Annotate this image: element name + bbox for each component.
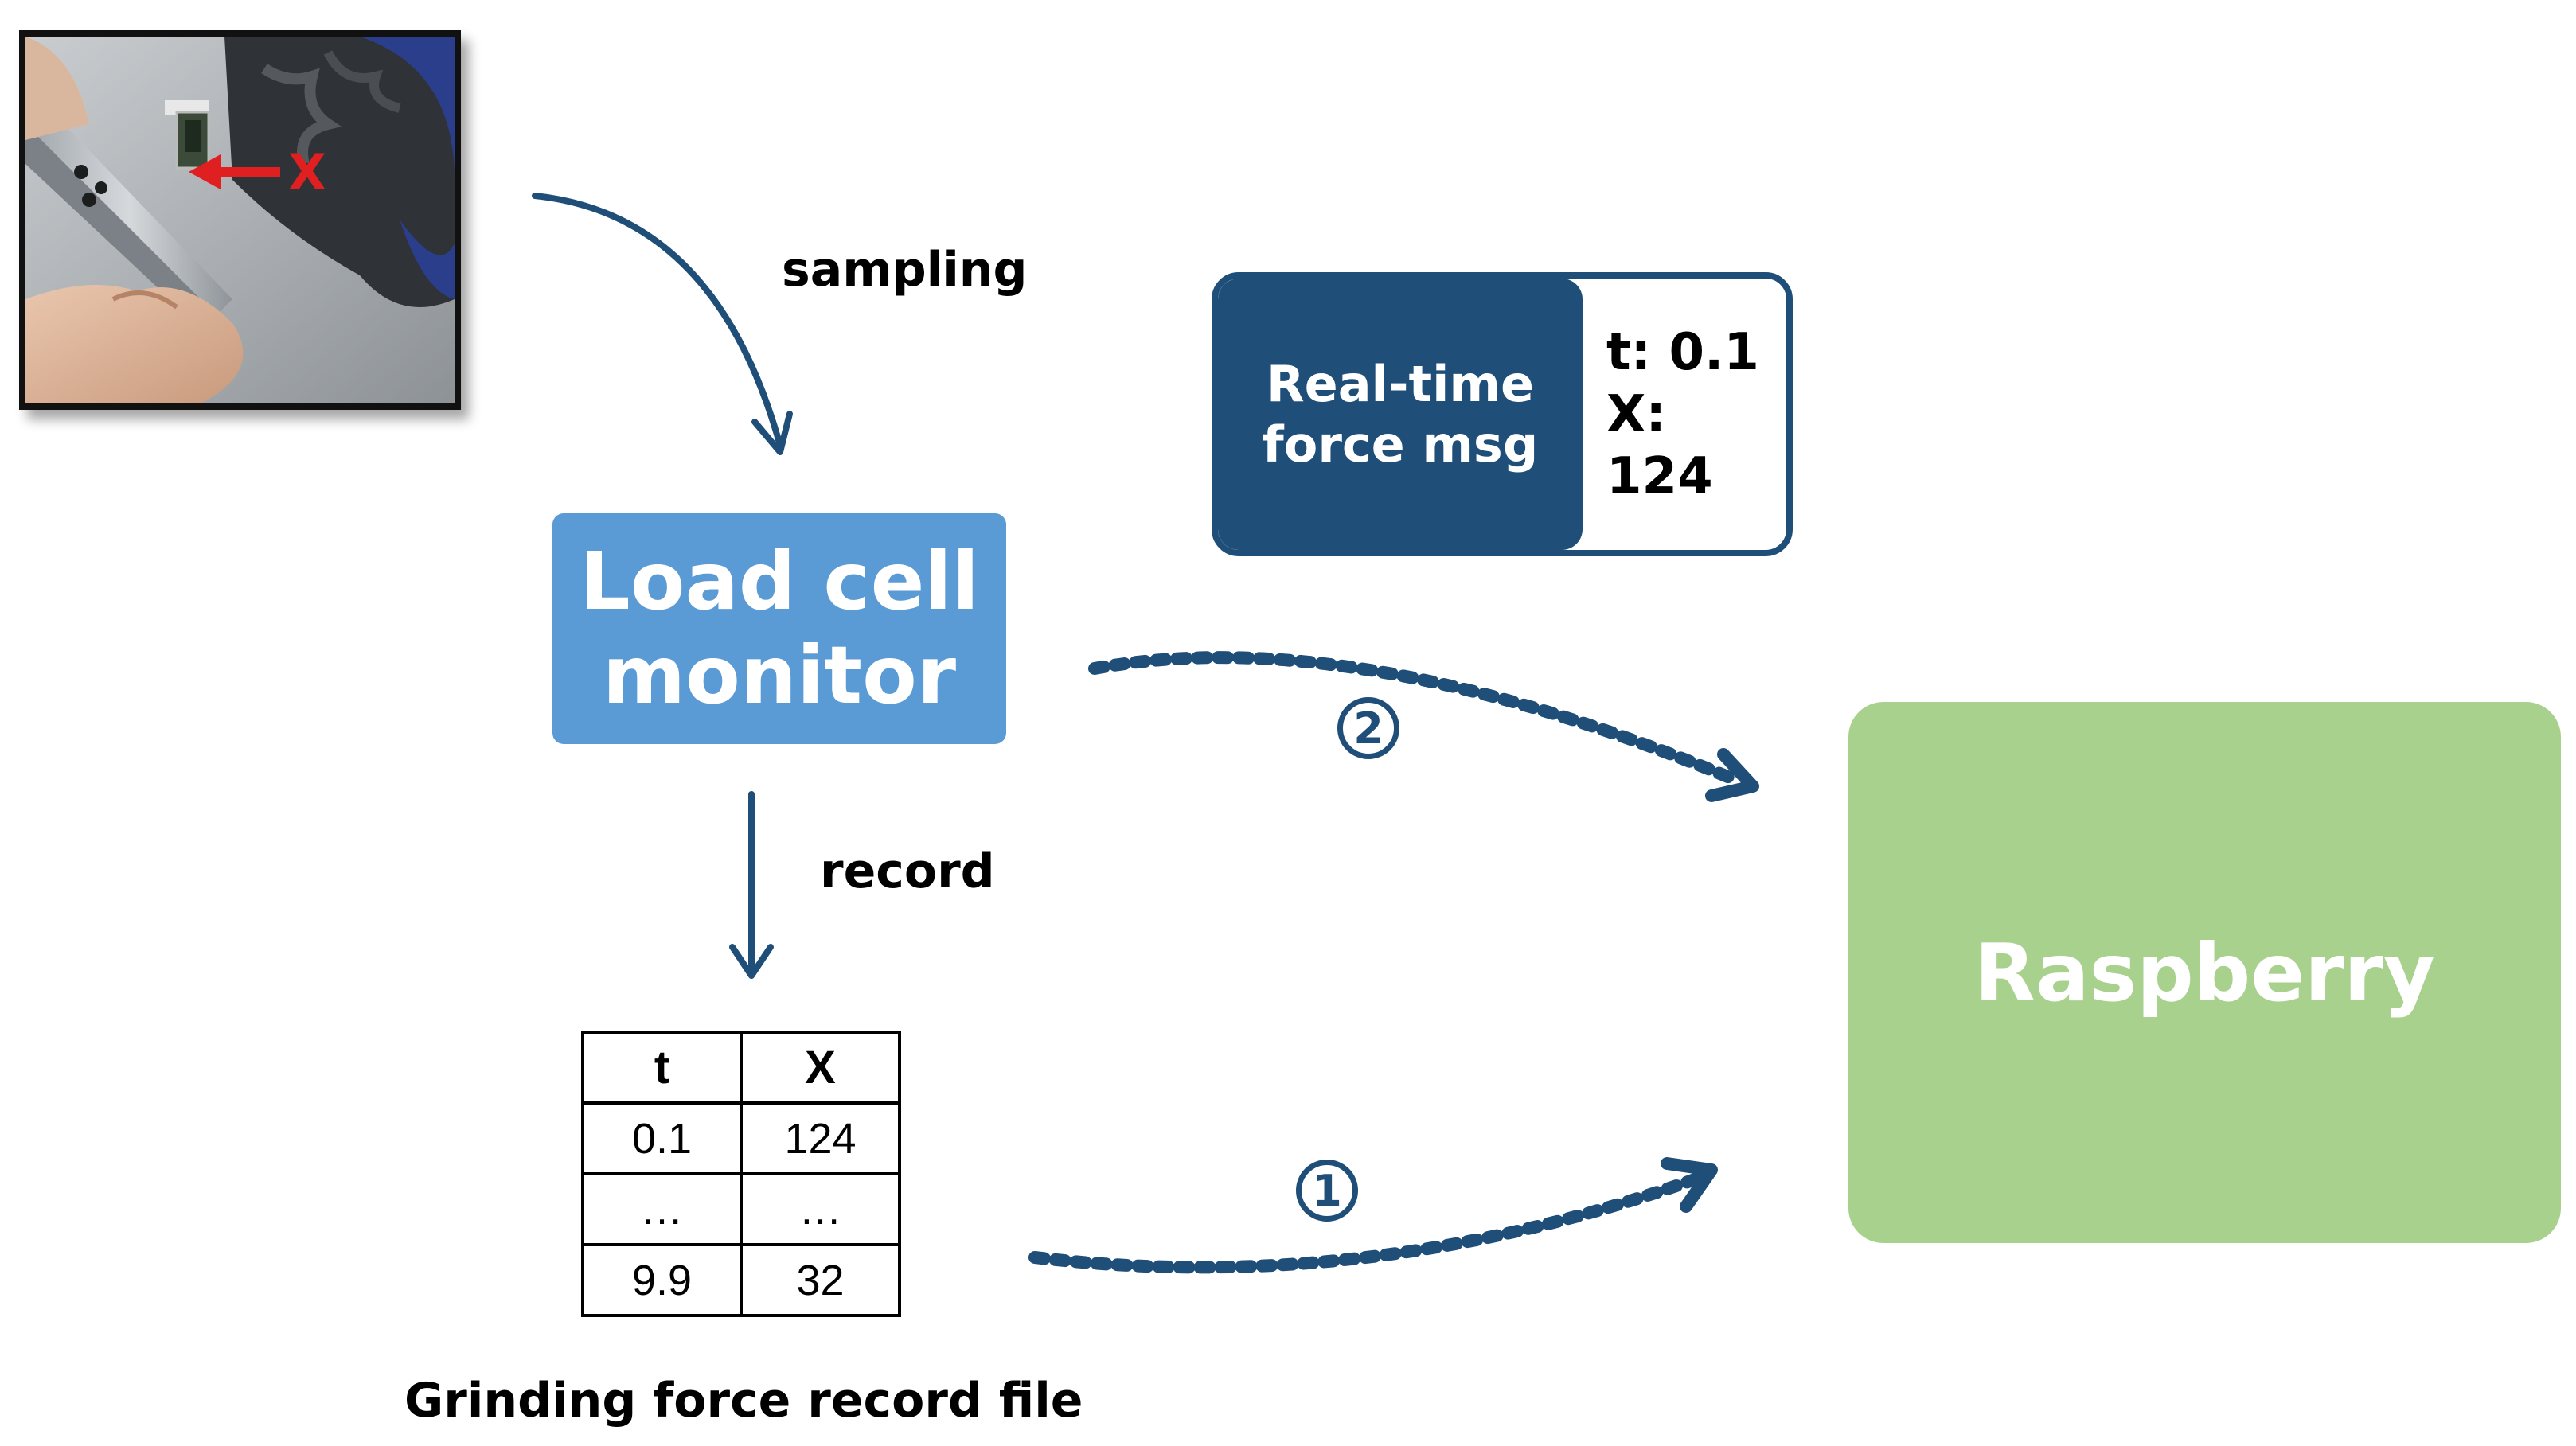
table-row: 0.1 124 <box>581 1101 901 1175</box>
load-cell-title-line1: Load cell <box>580 535 979 628</box>
record-file-caption: Grinding force record file <box>404 1373 1083 1428</box>
table-cell: … <box>740 1172 901 1246</box>
file-dotted-arrow <box>1028 1170 1710 1274</box>
sampling-arrowhead <box>751 411 793 455</box>
photo-marker: X <box>288 143 326 201</box>
sampling-label: sampling <box>782 242 1028 298</box>
message-header-line1: Real-time <box>1266 354 1535 413</box>
table-row: 9.9 32 <box>581 1243 901 1317</box>
realtime-arrowhead <box>1705 748 1759 802</box>
table-header-row: t X <box>581 1031 901 1105</box>
photo-illustration: X <box>25 37 455 403</box>
file-arrowhead <box>1661 1157 1718 1213</box>
table-cell: 32 <box>740 1243 901 1317</box>
sampling-arrow <box>532 193 783 449</box>
message-t-value: t: 0.1 <box>1606 322 1759 382</box>
message-header-line2: force msg <box>1262 415 1539 474</box>
record-label: record <box>820 844 995 899</box>
force-record-table: t X 0.1 124 … … 9.9 32 <box>581 1031 901 1317</box>
step-2-badge: 2 <box>1337 697 1399 759</box>
message-header: Real-time force msg <box>1218 279 1583 550</box>
message-values: t: 0.1 X: 124 <box>1606 279 1786 550</box>
load-cell-monitor-box: Load cell monitor <box>552 513 1006 744</box>
raspberry-label: Raspberry <box>1974 926 2435 1019</box>
load-cell-title-line2: monitor <box>602 629 957 722</box>
table-header-x: X <box>740 1031 901 1105</box>
message-x-value: X: 124 <box>1606 384 1713 506</box>
step-1-badge: 1 <box>1296 1160 1358 1222</box>
realtime-force-message: Real-time force msg t: 0.1 X: 124 <box>1212 272 1793 556</box>
record-arrowhead <box>729 944 774 979</box>
table-cell: 124 <box>740 1101 901 1175</box>
realtime-dotted-arrow <box>1088 651 1742 786</box>
table-cell: 0.1 <box>581 1101 743 1175</box>
raspberry-box: Raspberry <box>1848 702 2561 1243</box>
load-cell-photo: X <box>19 30 461 410</box>
table-cell: … <box>581 1172 743 1246</box>
table-header-t: t <box>581 1031 743 1105</box>
table-cell: 9.9 <box>581 1243 743 1317</box>
table-row: … … <box>581 1172 901 1246</box>
